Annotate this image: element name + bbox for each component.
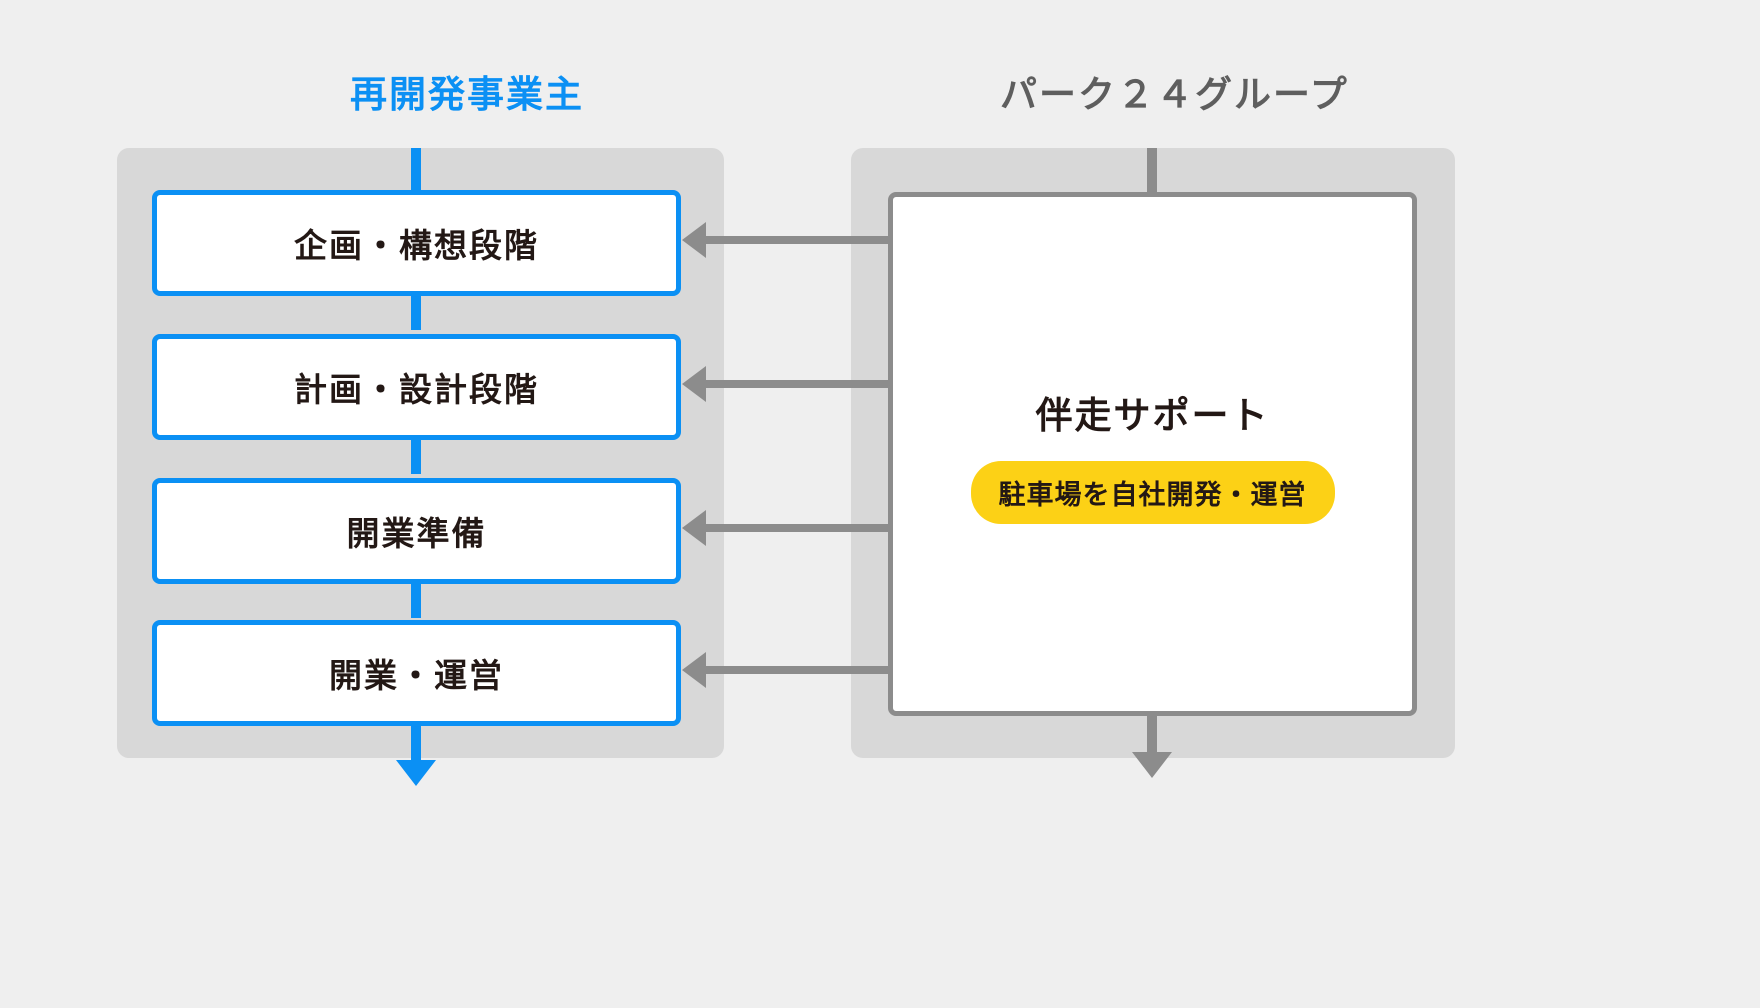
column-header-park24-group: パーク２４グループ [1000, 74, 1349, 115]
stage-label: 計画・設計段階 [294, 371, 539, 408]
support-arrow-down-icon [1132, 752, 1172, 778]
support-to-stage4-line [703, 666, 891, 674]
column-header-developer: 再開発事業主 [350, 74, 584, 115]
support-card-badge: 駐車場を自社開発・運営 [970, 460, 1335, 524]
support-to-stage2-line [703, 380, 891, 388]
flow-connector-entry [411, 148, 421, 200]
flow-connector-exit [411, 722, 421, 764]
support-card[interactable]: 伴走サポート 駐車場を自社開発・運営 [888, 192, 1417, 716]
stage-box-planning-concept[interactable]: 企画・構想段階 [152, 190, 681, 296]
stage-label: 開業準備 [346, 515, 487, 552]
flow-connector-stage1-stage2 [411, 292, 421, 330]
support-to-stage3-line [703, 524, 891, 532]
stage-label: 企画・構想段階 [294, 227, 539, 264]
support-to-stage1-arrow-icon [682, 222, 706, 258]
flow-connector-stage3-stage4 [411, 580, 421, 618]
stage-box-planning-design[interactable]: 計画・設計段階 [152, 334, 681, 440]
flow-connector-stage2-stage3 [411, 436, 421, 474]
stage-box-opening-preparation[interactable]: 開業準備 [152, 478, 681, 584]
support-to-stage2-arrow-icon [682, 366, 706, 402]
stage-label: 開業・運営 [329, 657, 504, 694]
support-connector-entry [1147, 148, 1157, 192]
support-to-stage1-line [703, 236, 891, 244]
flow-arrow-down-icon [396, 760, 436, 786]
support-card-title: 伴走サポート [1035, 394, 1270, 436]
support-connector-exit [1147, 716, 1157, 756]
stage-box-opening-operation[interactable]: 開業・運営 [152, 620, 681, 726]
support-to-stage3-arrow-icon [682, 510, 706, 546]
support-to-stage4-arrow-icon [682, 652, 706, 688]
